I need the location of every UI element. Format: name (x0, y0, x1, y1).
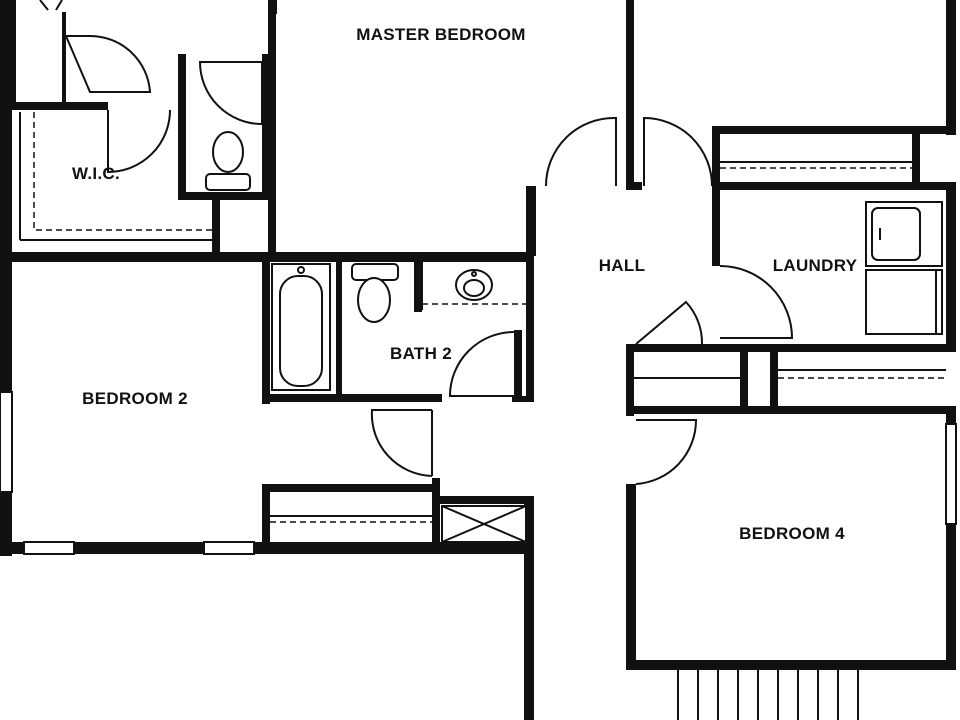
room-label-hall: HALL (599, 256, 646, 275)
washer-icon (865, 201, 943, 267)
door-swing-icon (64, 34, 152, 93)
room-label-bedroom-4: BEDROOM 4 (739, 524, 845, 543)
door-swing-icon (635, 419, 698, 485)
door-swing-icon (545, 116, 617, 187)
toilet-icon (351, 263, 399, 323)
room-label-bedroom-2: BEDROOM 2 (82, 389, 188, 408)
window (23, 541, 75, 555)
sink-icon (455, 269, 493, 301)
window (203, 541, 255, 555)
linen-closet-icon (441, 505, 527, 543)
door-swing-icon (198, 61, 263, 125)
door-swing-icon (635, 300, 704, 345)
room-label-bath-2: BATH 2 (390, 344, 452, 363)
fixtures (39, 0, 943, 720)
room-label-laundry: LAUNDRY (773, 256, 858, 275)
door-swing-icon (719, 265, 794, 339)
door-swing-icon (448, 331, 515, 397)
door-swing-icon (370, 409, 433, 477)
dryer-icon (865, 269, 943, 335)
closet-shelves (19, 112, 946, 523)
room-labels: MASTER BEDROOM W.I.C. HALL LAUNDRY BEDRO… (72, 25, 858, 543)
doors (64, 34, 794, 485)
window (945, 423, 957, 525)
windows (0, 391, 957, 555)
toilet-icon (205, 131, 251, 191)
door-swing-icon (107, 109, 171, 174)
room-label-wic: W.I.C. (72, 164, 120, 183)
room-label-master-bedroom: MASTER BEDROOM (356, 25, 525, 44)
door-swing-icon (643, 116, 713, 187)
window (0, 391, 13, 493)
stair-icon (677, 670, 859, 720)
bathtub-icon (271, 263, 331, 391)
